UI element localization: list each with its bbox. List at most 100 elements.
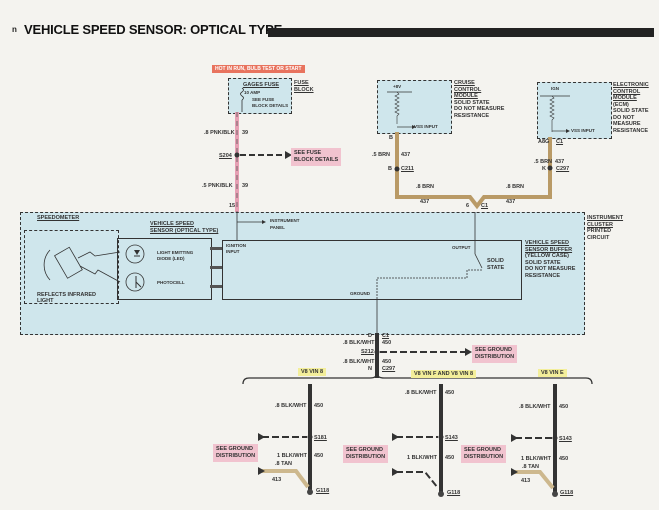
reflect-label: REFLECTS INFRARED [37, 292, 96, 298]
fuse-rating: 10 AMP [244, 90, 261, 95]
wire-label: .8 BLK/WHT [343, 359, 375, 365]
title-bar [268, 28, 654, 37]
label-line: MODULE [454, 93, 478, 99]
label-line: VEHICLE SPEED [525, 240, 570, 246]
ground-label: G118 [316, 488, 330, 494]
label-line: RESISTANCE [613, 127, 649, 134]
cruise-label: CRUISE CONTROL MODULE SOLID STATE DO NOT… [454, 80, 504, 119]
panel-label: PANEL [270, 225, 285, 230]
pin-label: B [388, 166, 392, 172]
connector-label: C1 [481, 203, 489, 209]
connector-c297 [547, 165, 553, 171]
fuse-name: GAGES FUSE [243, 82, 280, 88]
label-line: MODULE [613, 95, 637, 101]
wire-label: .8 BRN [506, 184, 525, 190]
wire-label: 1 BLK/WHT [521, 456, 551, 462]
hot-label: HOT IN RUN, BULB TEST OR START [212, 65, 305, 73]
splice-label: S143 [445, 435, 458, 441]
splice-label: S212 [361, 349, 374, 355]
wire-label: .8 PNK/BLK [204, 130, 235, 136]
ref-line: BLOCK DETAILS [294, 157, 339, 163]
label-line: CONTROL [613, 88, 641, 95]
fuse-icon [240, 87, 244, 101]
circuit-number: 450 [382, 359, 392, 365]
connector-label: C1 [382, 333, 390, 339]
wire-label: .5 BRN [534, 159, 553, 165]
wire-label: .8 TAN [522, 464, 540, 470]
label-line: CLUSTER [587, 221, 613, 228]
splice-label: S181 [314, 435, 327, 441]
ecm-resistor-icon [549, 95, 555, 132]
wire-label: .5 BRN [372, 152, 391, 158]
output-label: OUTPUT [452, 245, 471, 250]
variant-label: V8 VIN E [538, 369, 567, 377]
wire-label: .8 BLK/WHT [343, 340, 375, 346]
cruise-voltage: +8V [393, 84, 402, 89]
variant-label: V8 VIN 8 [298, 368, 327, 376]
label-line: CONTROL [454, 86, 482, 93]
solid-state-switch-icon [474, 253, 483, 269]
label-line: SENSOR BUFFER [525, 246, 573, 253]
sensor-buffer-box [222, 240, 522, 300]
label-line: SOLID STATE [613, 108, 649, 114]
label-line: INSTRUMENT [587, 215, 624, 221]
variant-label: V8 VIN F AND V8 VIN 8 [411, 370, 477, 378]
section-bullet: n [12, 25, 17, 34]
ignition-label: IGNITION [226, 243, 246, 248]
ref-line: SEE GROUND [346, 447, 383, 453]
circuit-number: 450 [445, 455, 455, 461]
speedometer-box [24, 230, 119, 304]
splice-label: S204 [219, 153, 232, 159]
circuit-number: 450 [445, 390, 455, 396]
speedometer-label: SPEEDOMETER [37, 215, 80, 221]
terminal-label: 15 [229, 203, 236, 209]
label-line: (YELLOW CASE) [525, 253, 569, 259]
pin-label: 6 [466, 203, 470, 209]
pin-label: D [368, 333, 372, 339]
ref-line: DISTRIBUTION [216, 453, 256, 459]
ref-line: DISTRIBUTION [475, 354, 515, 360]
wire-label: .8 BRN [416, 184, 435, 190]
circuit-number: 437 [555, 159, 565, 165]
branch-vinf [392, 384, 444, 497]
splice-label: S143 [559, 436, 572, 442]
wire-label: 1 BLK/WHT [277, 453, 307, 459]
ref-line: SEE GROUND [475, 347, 512, 353]
label-line: CIRCUIT [587, 234, 610, 241]
ref-line: DISTRIBUTION [346, 454, 386, 460]
circuit-number: 413 [521, 478, 531, 484]
fuse-block-box [228, 78, 292, 114]
wire-label: .8 BLK/WHT [519, 404, 551, 410]
fuse-block-label: FUSE [294, 80, 309, 86]
led-label: LIGHT EMITTING [157, 250, 194, 255]
photocell-label: PHOTOCELL [157, 280, 185, 285]
label-line: SOLID STATE [525, 259, 561, 266]
label-line: PRINTED [587, 228, 612, 234]
label-line: DO NOT MEASURE [525, 266, 576, 272]
circuit-number: 39 [242, 183, 249, 189]
ground-label: G118 [560, 490, 574, 496]
circuit-number: 450 [314, 403, 324, 409]
label-line: DO NOT MEASURE [454, 106, 505, 112]
ref-line: SEE FUSE [294, 150, 322, 156]
led-label: DIODE (LED) [157, 256, 185, 261]
pin-label: N [368, 366, 372, 372]
connector-label: C297 [556, 166, 570, 172]
splice-s204 [234, 152, 240, 158]
branch-vin8 [258, 384, 313, 495]
label-line: SOLID STATE [454, 99, 490, 106]
buffer-label: VEHICLE SPEED SENSOR BUFFER (YELLOW CASE… [525, 240, 575, 279]
wire-label: .8 BLK/WHT [275, 403, 307, 409]
label-line: RESISTANCE [454, 112, 490, 119]
solid-state-label: SOLID [487, 258, 504, 264]
connector-label: C297 [382, 366, 396, 372]
label-line: RESISTANCE [525, 272, 561, 279]
solid-state-label: STATE [487, 265, 505, 271]
circuit-number: 450 [314, 453, 324, 459]
circuit-number: 437 [401, 152, 411, 158]
